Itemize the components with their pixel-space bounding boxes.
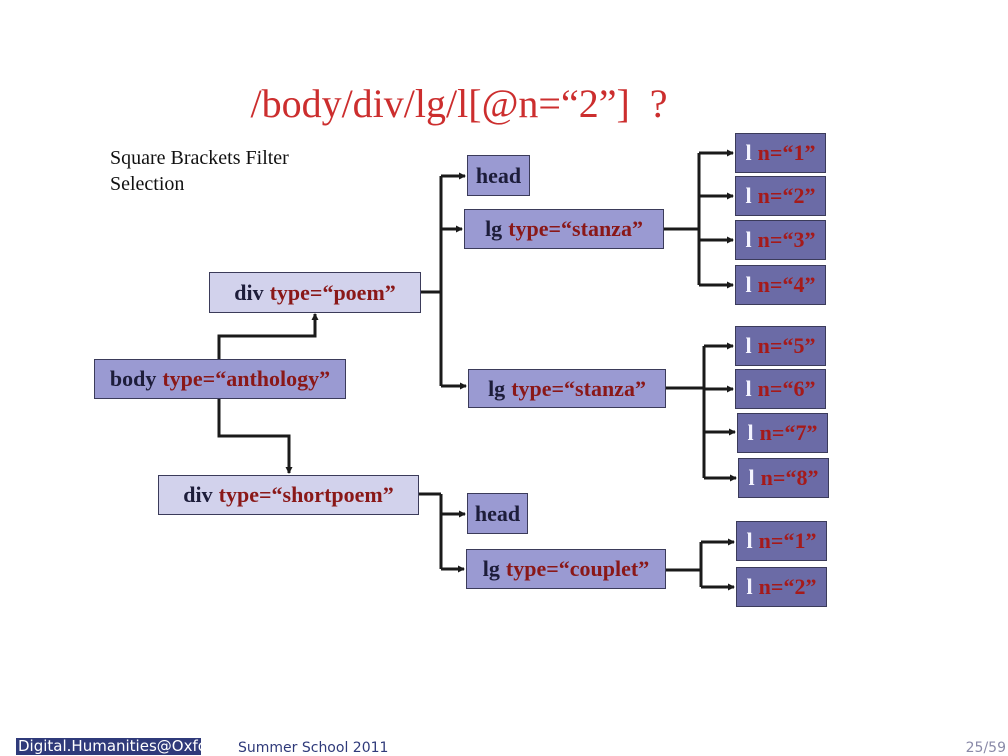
node-body-attr: type=“anthology” xyxy=(162,366,331,391)
node-l-5-element: l xyxy=(745,333,752,358)
node-lg-stanza-1-attr: type=“stanza” xyxy=(508,216,643,241)
edge-lg2-trunk xyxy=(666,346,706,478)
edge-poem-trunk xyxy=(421,176,443,386)
node-head-1-element: head xyxy=(475,162,522,188)
node-div-shortpoem-attr: type=“shortpoem” xyxy=(218,482,394,507)
node-div-shortpoem-element: div xyxy=(183,482,213,507)
node-body-element: body xyxy=(109,366,157,391)
node-lg-couplet-attr: type=“couplet” xyxy=(505,556,650,581)
node-div-poem-attr: type=“poem” xyxy=(269,279,396,305)
node-l-7-element: l xyxy=(747,420,754,445)
edge-short-trunk xyxy=(419,492,443,569)
subtitle-line-2: Selection xyxy=(110,173,185,195)
node-l-6-element: l xyxy=(745,376,752,401)
edge-body-div-poem xyxy=(217,313,319,359)
node-couplet-l-1-attr: n=“1” xyxy=(758,528,817,553)
slide-title: /body/div/lg/l[@n=“2”] ? xyxy=(250,81,668,126)
node-lg-stanza-1-element: lg xyxy=(485,216,503,241)
node-lg-couplet-element: lg xyxy=(482,556,500,581)
node-l-3-attr: n=“3” xyxy=(757,227,816,252)
node-l-1-attr: n=“1” xyxy=(757,140,816,165)
node-head-2-element: head xyxy=(474,500,521,526)
edge-body-div-short xyxy=(217,399,293,474)
footer-page-number: 25/59 xyxy=(965,740,1006,756)
node-l-1-element: l xyxy=(745,140,752,165)
edge-lg1-trunk xyxy=(664,153,701,285)
node-l-5-attr: n=“5” xyxy=(757,333,816,358)
footer-logo: Digital.Humanities@Oxford xyxy=(16,738,201,755)
node-l-2-element: l xyxy=(745,183,752,208)
node-l-4-attr: n=“4” xyxy=(757,272,816,297)
node-couplet-l-2-attr: n=“2” xyxy=(758,574,817,599)
node-div-poem-element: div xyxy=(234,279,264,305)
footer-event: Summer School 2011 xyxy=(238,740,389,756)
node-lg-stanza-2-attr: type=“stanza” xyxy=(511,375,646,401)
node-lg-stanza-2-element: lg xyxy=(488,375,506,401)
node-l-8-attr: n=“8” xyxy=(760,465,819,490)
node-l-3-element: l xyxy=(745,227,752,252)
node-l-6-attr: n=“6” xyxy=(757,376,816,401)
edge-lg3-trunk xyxy=(666,542,703,587)
node-l-2-attr: n=“2” xyxy=(757,183,816,208)
node-l-7-attr: n=“7” xyxy=(759,420,818,445)
node-head-2: head xyxy=(467,493,528,534)
node-couplet-l-1-element: l xyxy=(746,528,753,553)
node-l-4-element: l xyxy=(745,272,752,297)
node-head-1: head xyxy=(467,155,530,196)
subtitle-line-1: Square Brackets Filter xyxy=(110,147,289,169)
slide-subtitle: Square Brackets Filter Selection xyxy=(110,145,289,197)
node-l-8-element: l xyxy=(748,465,755,490)
node-couplet-l-2-element: l xyxy=(746,574,753,599)
